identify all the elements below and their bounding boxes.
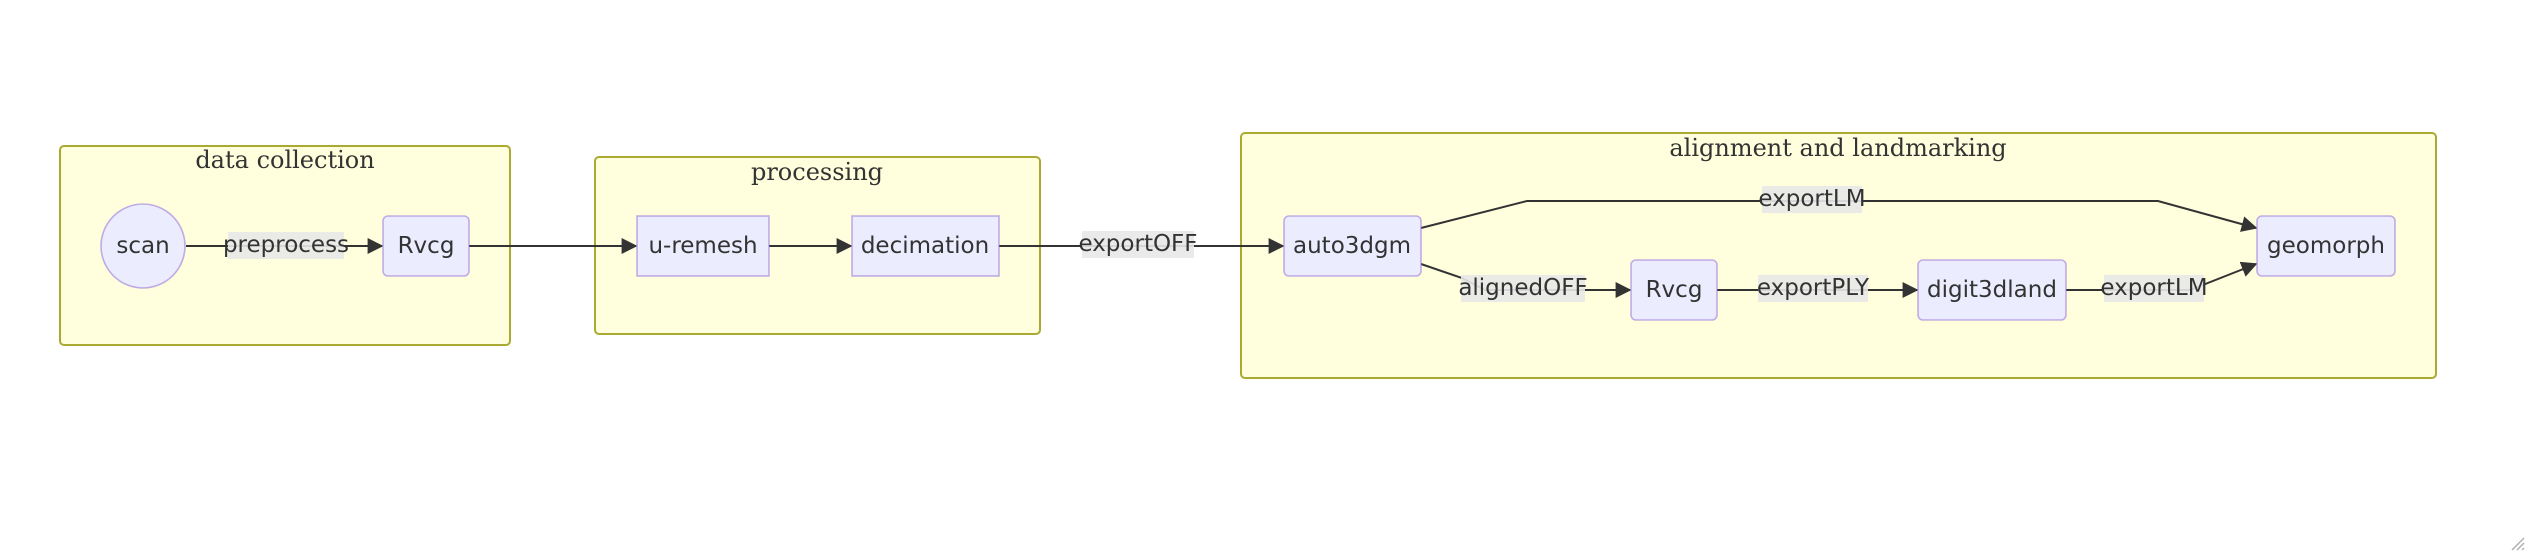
nodes: scan Rvcg u-remesh decimation auto3dgm R…	[100, 203, 2396, 321]
node-auto3dgm[interactable]: auto3dgm	[1283, 215, 1422, 277]
node-digit3dland[interactable]: digit3dland	[1917, 259, 2067, 321]
node-rvcg-preprocess[interactable]: Rvcg	[382, 215, 470, 277]
edge-label-preprocess-bg	[228, 232, 344, 259]
node-scan[interactable]: scan	[100, 203, 186, 289]
node-rvcg-align-shape	[1630, 259, 1718, 321]
node-digit3dland-label: digit3dland	[1927, 277, 2057, 303]
resize-grip-icon[interactable]	[2511, 537, 2525, 551]
edge-labels: preprocess exportOFF exportLM alignedOFF…	[223, 186, 2208, 302]
node-u-remesh-shape	[636, 215, 770, 277]
node-geomorph[interactable]: geomorph	[2256, 215, 2396, 277]
edge-label-alignedoff: alignedOFF	[1458, 275, 1587, 301]
node-decimation-label: decimation	[861, 233, 989, 259]
node-auto3dgm-label: auto3dgm	[1293, 233, 1411, 259]
edge-label-alignedoff-bg	[1461, 275, 1585, 302]
cluster-alignment-landmarking: alignment and landmarking	[1240, 132, 2437, 379]
cluster-data-collection-label: data collection	[195, 146, 374, 174]
edge-label-exportoff-bg	[1082, 231, 1194, 258]
node-geomorph-shape	[2256, 215, 2396, 277]
node-decimation-shape	[851, 215, 1000, 277]
node-auto3dgm-shape	[1283, 215, 1422, 277]
cluster-processing-label: processing	[751, 158, 883, 186]
node-decimation[interactable]: decimation	[851, 215, 1000, 277]
node-u-remesh-label: u-remesh	[648, 233, 757, 259]
node-rvcg-align-label: Rvcg	[1646, 277, 1703, 303]
edge-label-exportply-bg	[1758, 275, 1868, 302]
cluster-alignment-box	[1240, 132, 2437, 379]
node-rvcg-align[interactable]: Rvcg	[1630, 259, 1718, 321]
edge-label-exportlm-top-bg	[1762, 186, 1862, 213]
node-rvcg-preprocess-shape	[382, 215, 470, 277]
edge-label-preprocess: preprocess	[223, 232, 349, 258]
cluster-alignment-label: alignment and landmarking	[1669, 134, 2006, 162]
node-scan-label: scan	[116, 233, 169, 259]
edge-label-exportoff: exportOFF	[1078, 231, 1197, 257]
edge-label-exportlm-bottom-bg	[2104, 275, 2204, 302]
edge-label-exportlm-top: exportLM	[1758, 186, 1865, 212]
node-digit3dland-shape	[1917, 259, 2067, 321]
edge-label-exportlm-bottom: exportLM	[2100, 275, 2207, 301]
node-u-remesh[interactable]: u-remesh	[636, 215, 770, 277]
node-scan-shape	[100, 203, 186, 289]
node-rvcg-preprocess-label: Rvcg	[398, 233, 455, 259]
node-geomorph-label: geomorph	[2267, 233, 2385, 259]
edge-label-exportply: exportPLY	[1757, 275, 1870, 301]
